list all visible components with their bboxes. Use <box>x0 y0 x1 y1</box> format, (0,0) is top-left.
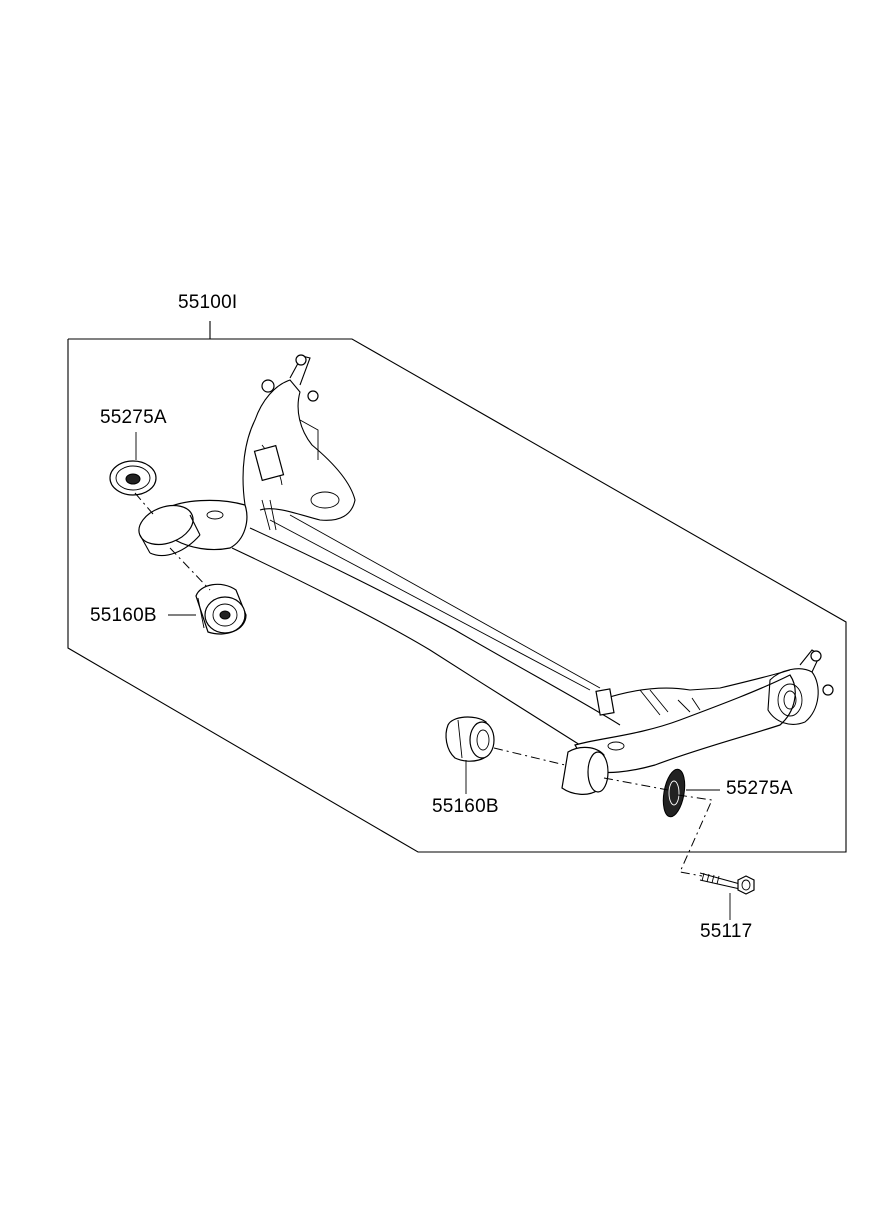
rear-axle-beam <box>159 354 834 774</box>
callout-washer-right: 55275A <box>726 778 793 799</box>
arm-sleeve-right <box>561 746 609 795</box>
washer-right-drawing <box>662 768 686 818</box>
bushing-left-drawing <box>195 583 247 635</box>
callout-bushing-left: 55160B <box>90 605 157 626</box>
callout-washer-left: 55275A <box>100 407 167 428</box>
assembly-dash-lines <box>134 492 713 877</box>
bushing-right-drawing <box>445 716 495 762</box>
washer-left-drawing <box>109 460 157 496</box>
callout-assembly-55100I: 55100I <box>178 292 238 313</box>
bolt-drawing <box>699 872 755 895</box>
callout-bolt: 55117 <box>700 921 753 942</box>
assembly-boundary <box>67 321 847 853</box>
callout-leaders <box>135 432 731 920</box>
callout-bushing-right: 55160B <box>432 796 499 817</box>
